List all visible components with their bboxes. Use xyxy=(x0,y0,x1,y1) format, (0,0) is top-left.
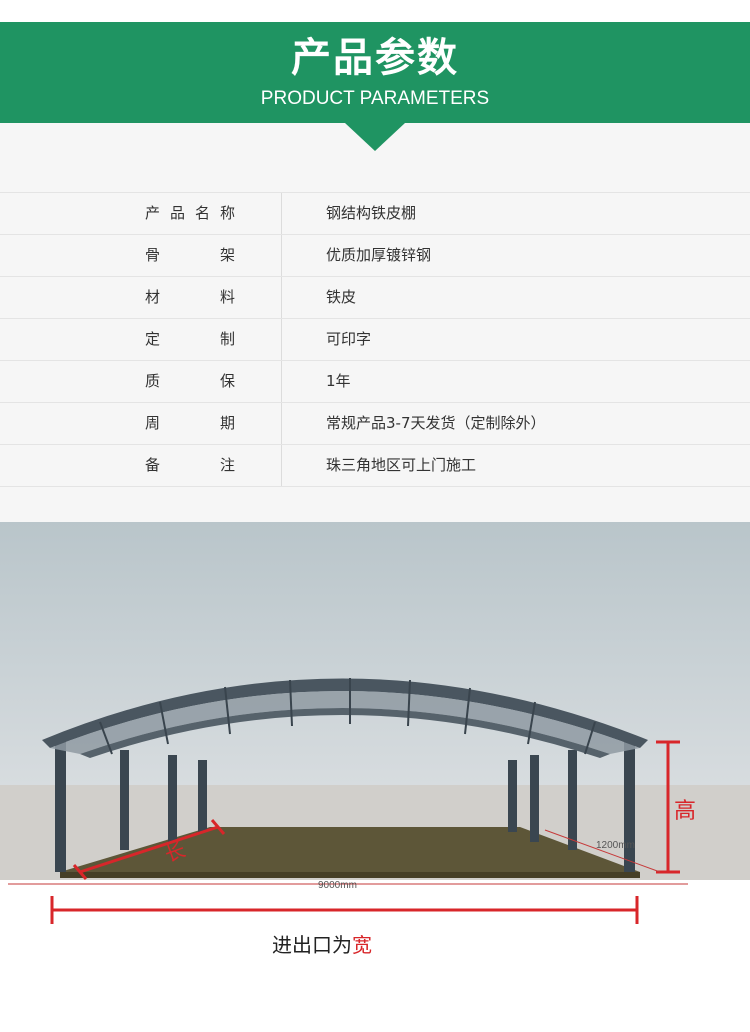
param-label: 材料 xyxy=(145,288,235,306)
table-row: 骨架 优质加厚镀锌钢 xyxy=(0,234,750,276)
length-arrow-cap xyxy=(72,864,88,880)
param-value: 铁皮 xyxy=(326,288,357,306)
column-divider xyxy=(281,193,282,234)
column xyxy=(530,755,539,842)
param-label: 质保 xyxy=(145,372,235,390)
roof-ribs xyxy=(99,678,596,755)
table-row: 材料 铁皮 xyxy=(0,276,750,318)
param-value: 1年 xyxy=(326,372,351,390)
height-label: 高 xyxy=(674,799,696,824)
param-value: 可印字 xyxy=(326,330,372,348)
width-dimension-label: 9000mm xyxy=(318,880,357,891)
param-label: 骨架 xyxy=(145,246,235,264)
roof-panels xyxy=(50,691,640,754)
table-row: 周期 常规产品3-7天发货（定制除外） xyxy=(0,402,750,444)
banner-arrow-icon xyxy=(345,123,405,151)
roof-front-edge xyxy=(42,678,648,748)
column xyxy=(624,742,635,872)
diagram-caption: 进出口为宽 xyxy=(272,933,372,957)
column xyxy=(508,760,517,832)
carport-illustration: 长 高 1200mm 9000mm 进出口为宽 xyxy=(0,522,750,1032)
top-padding xyxy=(0,0,750,22)
caption-area xyxy=(0,880,750,1032)
param-label: 备注 xyxy=(145,456,235,474)
table-row: 定制 可印字 xyxy=(0,318,750,360)
floor-edge xyxy=(60,872,640,878)
column xyxy=(55,742,66,872)
param-label: 定制 xyxy=(145,330,235,348)
column-divider xyxy=(281,361,282,402)
column-divider xyxy=(281,277,282,318)
column xyxy=(120,750,129,850)
column xyxy=(168,755,177,842)
table-row: 备注 珠三角地区可上门施工 xyxy=(0,444,750,487)
length-arrow-cap xyxy=(210,819,226,835)
column-divider xyxy=(281,445,282,486)
length-arrow xyxy=(79,825,219,874)
depth-dimension-label: 1200mm xyxy=(596,840,635,851)
column xyxy=(568,750,577,850)
param-label: 产品名称 xyxy=(145,204,235,222)
column-divider xyxy=(281,403,282,444)
column-divider xyxy=(281,235,282,276)
column xyxy=(198,760,207,832)
param-value: 优质加厚镀锌钢 xyxy=(326,246,432,264)
param-value: 常规产品3-7天发货（定制除外） xyxy=(326,414,546,432)
table-row: 产品名称 钢结构铁皮棚 xyxy=(0,192,750,234)
param-value: 钢结构铁皮棚 xyxy=(326,204,417,222)
floor-slab xyxy=(60,827,640,872)
carport-diagram: 长 高 1200mm 9000mm 进出口为宽 xyxy=(0,522,750,1032)
page-title: 产品参数 xyxy=(291,35,459,81)
param-label: 周期 xyxy=(145,414,235,432)
caption-highlight: 宽 xyxy=(352,933,372,957)
page-subtitle: PRODUCT PARAMETERS xyxy=(260,88,490,109)
column-divider xyxy=(281,319,282,360)
table-row: 质保 1年 xyxy=(0,360,750,402)
header-banner xyxy=(0,22,750,123)
param-value: 珠三角地区可上门施工 xyxy=(326,456,477,474)
caption-prefix: 进出口为 xyxy=(272,933,352,957)
depth-dimension-line xyxy=(544,829,661,873)
params-table: 产品名称 钢结构铁皮棚 骨架 优质加厚镀锌钢 材料 铁皮 定制 可印字 质保 1… xyxy=(0,192,750,487)
roof-back-edge xyxy=(80,708,610,758)
